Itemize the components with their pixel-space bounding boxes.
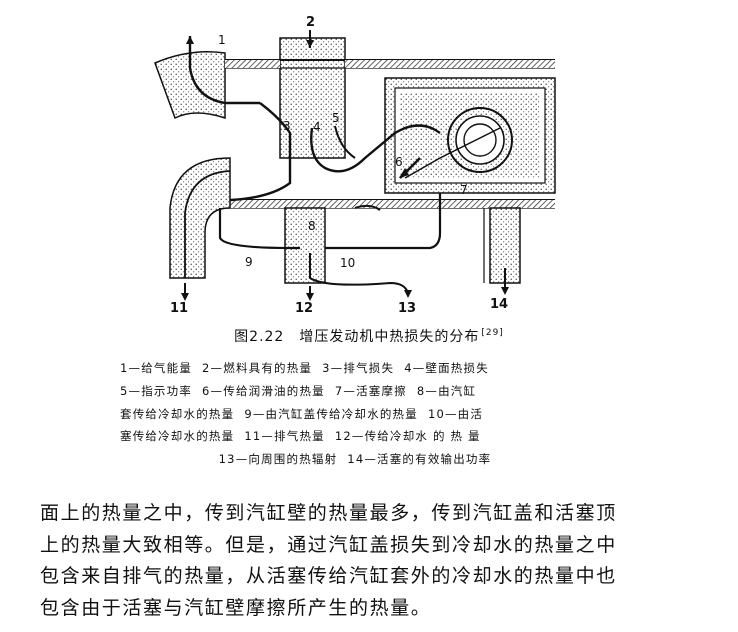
legend-item-3: 3—排气损失 [322, 361, 395, 375]
caption-reference: [29] [481, 328, 504, 339]
cooling-column [284, 207, 326, 284]
legend-item-9: 9—由汽缸盖传给冷却水的热量 [244, 406, 418, 421]
legend-line-4: 塞传给冷却水的热量 11—排气热量 12—传给冷却水 的 热 量 [120, 425, 590, 448]
legend-item-14: 14—活塞的有效输出功率 [347, 452, 492, 467]
label-3: 3 [283, 119, 291, 133]
heat-loss-diagram: 1 2 3 4 5 6 7 8 9 10 11 12 13 14 [150, 8, 570, 318]
caption-title: 图2.22 增压发动机中热损失的分布 [234, 329, 480, 345]
legend-item-4: 4—壁面热损失 [404, 361, 489, 375]
legend-item-1: 1—给气能量 [120, 361, 193, 375]
paragraph-line-3: 包含来自排气的热量，从活塞传给汽缸套外的冷却水的热量中也 [40, 565, 617, 587]
paragraph-line-4: 包含由于活塞与汽缸壁摩擦所产生的热量。 [40, 596, 432, 619]
intake-duct [154, 51, 226, 120]
figure-caption: 图2.22 增压发动机中热损失的分布[29] [0, 326, 738, 346]
label-2: 2 [306, 15, 315, 30]
legend-item-13: 13—向周围的热辐射 [218, 452, 338, 467]
legend-item-8: 8—由汽缸 [416, 383, 477, 398]
label-12: 12 [295, 301, 313, 316]
label-10: 10 [340, 256, 355, 270]
legend-item-11: 11—排气热量 [244, 429, 325, 444]
legend-item-10: 10—由活 [427, 406, 484, 421]
paragraph-line-2: 上的热量大致相等。但是，通过汽缸盖损失到冷却水的热量之中 [40, 533, 617, 556]
legend-item-10-cont: 塞传给冷却水的热量 [120, 429, 235, 444]
label-4: 4 [313, 120, 321, 134]
legend-item-12: 12—传给冷却水 的 热 量 [334, 429, 481, 444]
label-13: 13 [398, 301, 416, 316]
legend-line-1: 1—给气能量 2—燃料具有的热量 3—排气损失 4—壁面热损失 [120, 357, 590, 380]
label-8: 8 [308, 219, 316, 233]
label-6: 6 [395, 155, 403, 169]
legend-line-5: 13—向周围的热辐射 14—活塞的有效输出功率 [120, 448, 590, 471]
label-14: 14 [490, 297, 508, 312]
legend-item-7: 7—活塞摩擦 [334, 383, 407, 398]
label-11: 11 [170, 301, 188, 316]
label-9: 9 [245, 255, 253, 269]
figure-legend: 1—给气能量 2—燃料具有的热量 3—排气损失 4—壁面热损失 5—指示功率 6—传给润… [120, 357, 590, 471]
legend-line-3: 套传给冷却水的热量 9—由汽缸盖传给冷却水的热量 10—由活 [120, 403, 590, 426]
label-1: 1 [218, 33, 226, 47]
legend-item-8-cont: 套传给冷却水的热量 [120, 406, 235, 421]
legend-line-2: 5—指示功率 6—传给润滑油的热量 7—活塞摩擦 8—由汽缸 [120, 380, 590, 403]
legend-item-2: 2—燃料具有的热量 [202, 361, 313, 375]
paragraph-line-1: 面上的热量之中，传到汽缸壁的热量最多，传到汽缸盖和活塞顶 [40, 502, 617, 524]
engine-diagram-svg: 1 2 3 4 5 6 7 8 9 10 11 12 13 14 [154, 15, 556, 316]
legend-item-5: 5—指示功率 [120, 383, 193, 398]
label-5: 5 [332, 111, 340, 125]
legend-item-6: 6—传给润滑油的热量 [202, 383, 325, 398]
body-paragraph: 面上的热量之中，传到汽缸壁的热量最多，传到汽缸盖和活塞顶 上的热量大致相等。但是… [40, 498, 700, 624]
label-7: 7 [460, 183, 468, 197]
